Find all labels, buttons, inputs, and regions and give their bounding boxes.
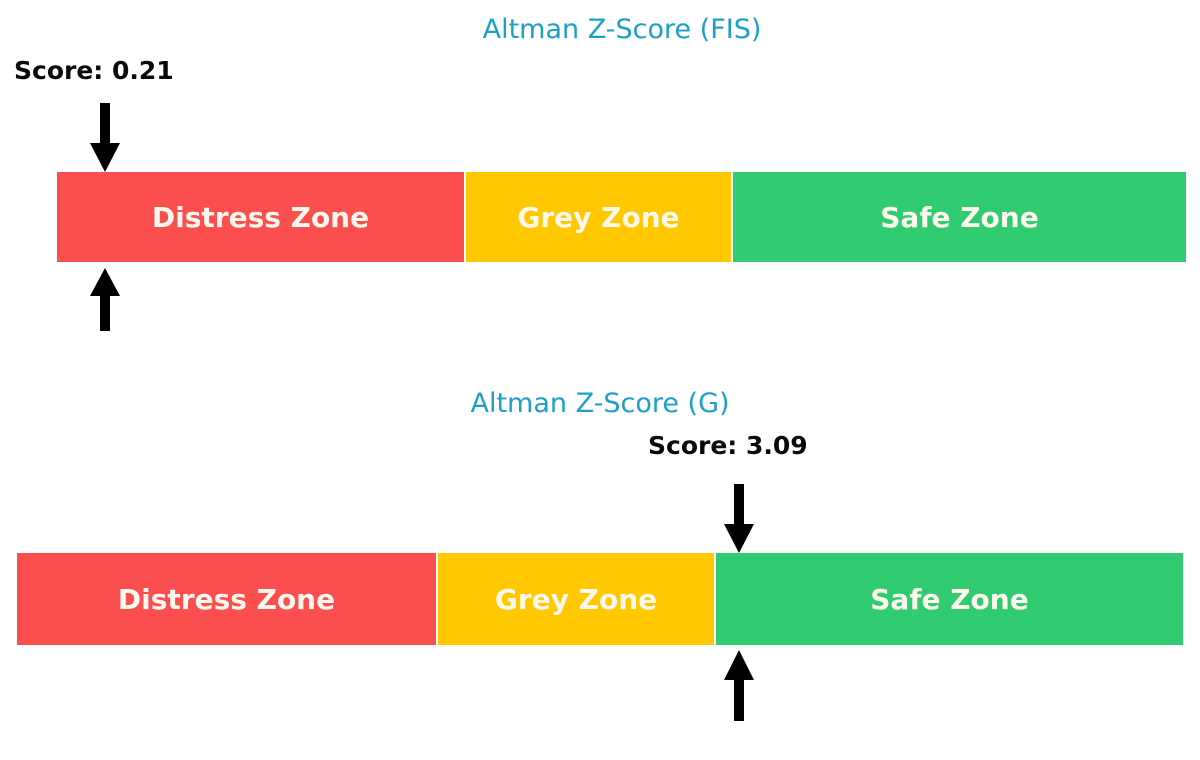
zone-grey-fis[interactable]: Grey Zone xyxy=(466,172,731,262)
arrow-up-icon-g xyxy=(723,650,755,722)
zone-label-distress-g: Distress Zone xyxy=(117,582,336,616)
zone-label-distress-fis: Distress Zone xyxy=(151,200,370,234)
zone-label-grey-g: Grey Zone xyxy=(494,582,658,616)
chart-title-g: Altman Z-Score (G) xyxy=(470,388,730,419)
zone-bar-g: Distress Zone Grey Zone Safe Zone xyxy=(17,553,1183,645)
zone-distress-g[interactable]: Distress Zone xyxy=(17,553,436,645)
arrow-down-icon-g xyxy=(723,484,755,554)
arrow-down-icon-fis xyxy=(89,103,121,173)
score-label-fis: Score: 0.21 xyxy=(14,56,174,85)
score-label-g: Score: 3.09 xyxy=(648,431,808,460)
zone-label-safe-g: Safe Zone xyxy=(870,582,1029,616)
zone-safe-fis[interactable]: Safe Zone xyxy=(733,172,1186,262)
zone-distress-fis[interactable]: Distress Zone xyxy=(57,172,464,262)
zone-grey-g[interactable]: Grey Zone xyxy=(438,553,714,645)
zone-safe-g[interactable]: Safe Zone xyxy=(716,553,1183,645)
arrow-up-icon-fis xyxy=(89,268,121,332)
zone-label-safe-fis: Safe Zone xyxy=(880,200,1039,234)
zone-bar-fis: Distress Zone Grey Zone Safe Zone xyxy=(57,172,1186,262)
zone-label-grey-fis: Grey Zone xyxy=(517,200,680,234)
chart-title-fis: Altman Z-Score (FIS) xyxy=(482,14,762,45)
